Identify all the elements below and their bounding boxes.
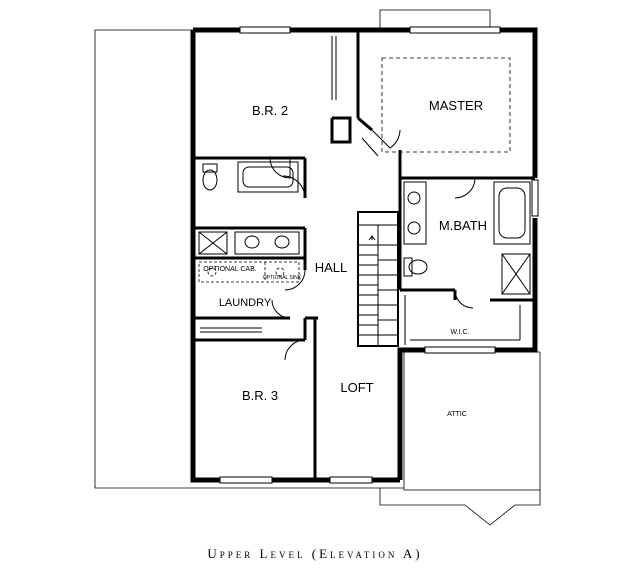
note-optional-sink: OPTIONAL SINK [263, 275, 302, 281]
label-wic: W.I.C. [450, 329, 469, 336]
label-attic: ATTIC [447, 411, 467, 418]
br2-closet-doors [331, 36, 337, 100]
mbath-fixtures [403, 181, 531, 295]
wic-shelves [404, 295, 521, 345]
door-swings [269, 129, 476, 361]
bath2-fixtures [198, 161, 300, 255]
interior-walls [193, 30, 535, 480]
windows [219, 26, 539, 484]
label-loft: LOFT [340, 380, 373, 395]
label-laundry: LAUNDRY [219, 297, 272, 309]
stairs [357, 211, 399, 347]
laundry-optional [198, 261, 300, 283]
br3-closet [200, 327, 262, 333]
plan-caption: Upper Level (Elevation A) [207, 546, 423, 561]
label-hall: HALL [315, 260, 348, 275]
label-master: MASTER [429, 98, 483, 113]
note-optional-cabinet: OPTIONAL CAB. [203, 266, 256, 273]
label-br3: B.R. 3 [242, 388, 278, 403]
master-tray-ceiling [381, 57, 511, 153]
label-br2: B.R. 2 [252, 103, 288, 118]
label-mbath: M.BATH [439, 218, 487, 233]
